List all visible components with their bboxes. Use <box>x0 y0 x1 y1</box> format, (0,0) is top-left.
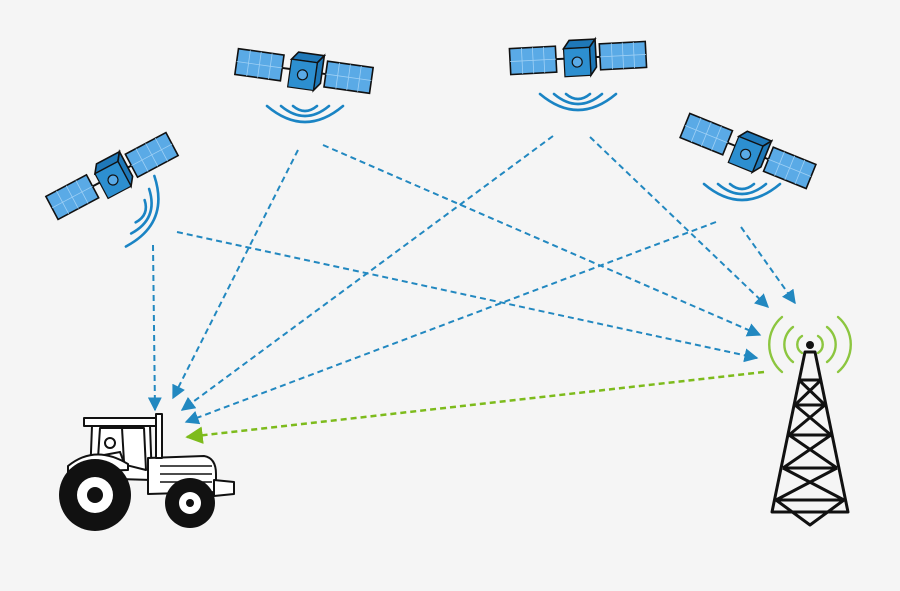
signal-line <box>176 231 759 363</box>
signal-line <box>740 226 796 305</box>
signal-line <box>322 144 762 337</box>
tractor-icon <box>59 413 235 531</box>
signal-lines <box>147 135 796 444</box>
radio-tower-icon <box>768 315 852 527</box>
satellite-icon <box>42 127 182 225</box>
signal-waves <box>702 182 782 202</box>
signal-line <box>172 149 299 400</box>
signal-line <box>180 135 554 411</box>
tower-waves <box>768 315 852 374</box>
signal-line <box>184 221 717 425</box>
signal-waves <box>538 92 618 112</box>
correction-line <box>185 370 765 444</box>
signal-line <box>589 136 770 308</box>
signal-waves <box>265 104 345 124</box>
satellite-icon <box>508 35 648 81</box>
satellite-icon <box>233 42 375 100</box>
signal-line <box>147 244 162 412</box>
satellite-icon <box>677 107 819 195</box>
